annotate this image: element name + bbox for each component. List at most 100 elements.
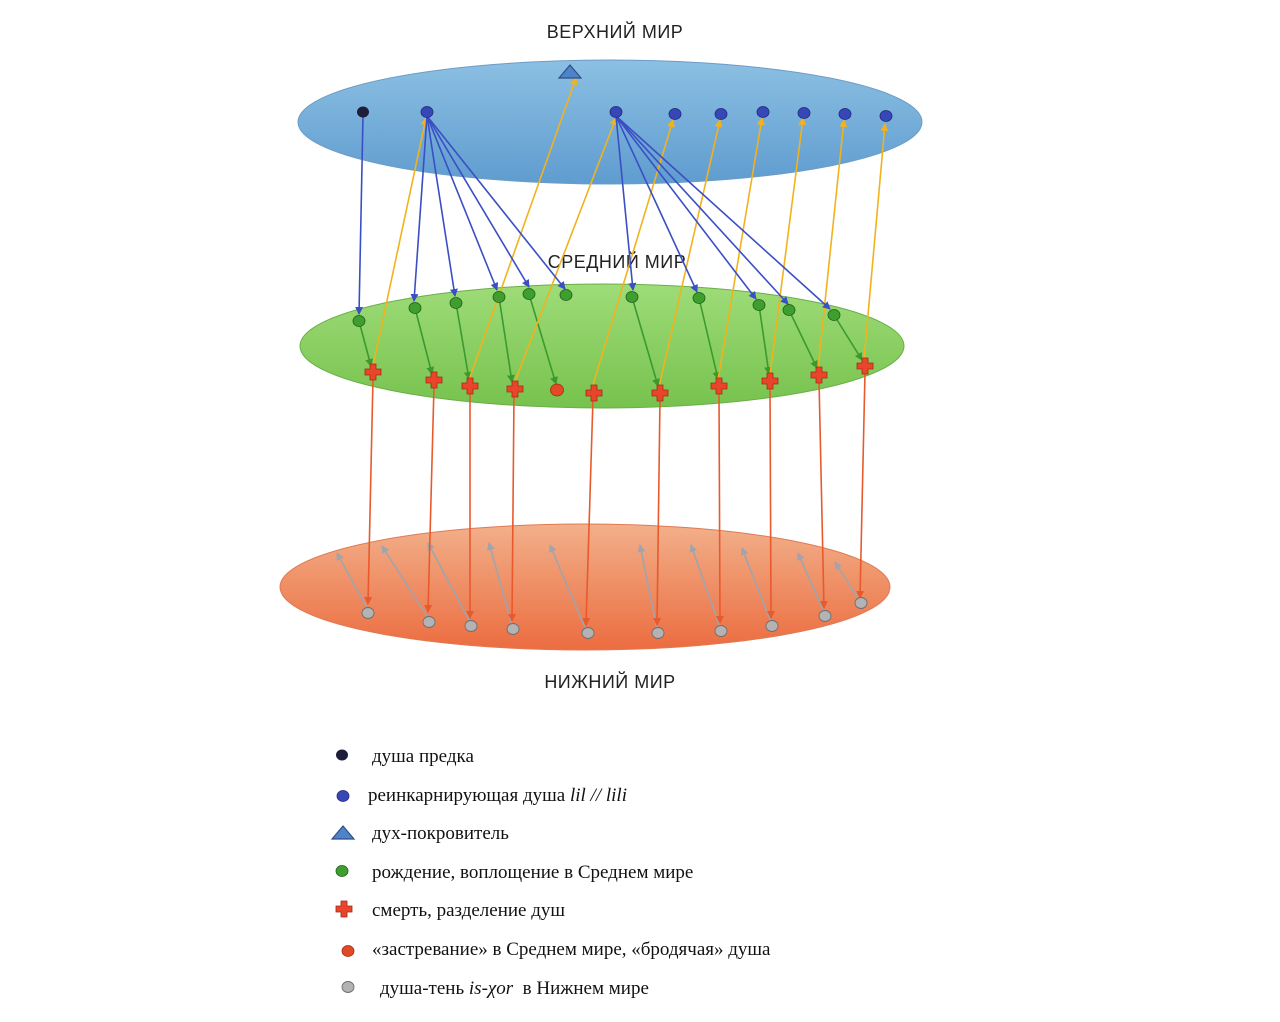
upper-world-label: ВЕРХНИЙ МИР bbox=[547, 21, 684, 42]
shadow-arrow bbox=[336, 552, 369, 611]
birth-nodes bbox=[352, 288, 841, 327]
death-cross-icon bbox=[585, 384, 603, 402]
incarnation-arrow bbox=[615, 115, 698, 293]
reincarnating-soul-icon bbox=[879, 110, 893, 122]
reincarnating-soul-icon bbox=[609, 106, 623, 118]
incarnation-arrow bbox=[615, 115, 757, 300]
legend-item-shadow: душа-тень is-χor в Нижнем мире bbox=[328, 976, 1028, 1015]
birth-icon bbox=[335, 864, 349, 877]
wandering-soul-icon bbox=[550, 383, 564, 397]
incarnation-arrow bbox=[355, 115, 364, 315]
death-arrow bbox=[364, 377, 374, 605]
lower-world-label: НИЖНИЙ МИР bbox=[544, 671, 675, 692]
ascent-arrow bbox=[717, 117, 765, 381]
death-cross-icon bbox=[761, 372, 779, 390]
shadow-arrow bbox=[689, 544, 721, 628]
shadow-soul-icon bbox=[818, 610, 832, 622]
reincarnating-soul-icon bbox=[714, 108, 728, 120]
shadow-arrow bbox=[549, 544, 587, 631]
birth-icon bbox=[692, 292, 706, 304]
wandering-soul-icon bbox=[341, 945, 355, 957]
shadow-arrow bbox=[487, 542, 513, 626]
incarnation-arrow bbox=[615, 115, 831, 310]
life-arrows bbox=[358, 293, 863, 387]
birth-icon bbox=[449, 297, 463, 309]
middle-world-label: СРЕДНИЙ МИР bbox=[548, 251, 687, 272]
life-arrow bbox=[788, 309, 818, 369]
incarnation-arrow bbox=[426, 115, 499, 291]
death-arrows bbox=[364, 371, 866, 626]
life-arrow bbox=[631, 296, 660, 387]
death-arrow bbox=[715, 390, 724, 624]
legend-text: смерть, разделение душ bbox=[372, 900, 566, 922]
shadow-soul-icon bbox=[714, 625, 728, 637]
reincarnating-soul-icon bbox=[797, 107, 811, 119]
spirit-triangle-icon bbox=[330, 825, 356, 840]
ascent-arrow bbox=[513, 117, 618, 385]
death-arrow bbox=[856, 371, 866, 599]
legend-text: душа предка bbox=[372, 746, 474, 767]
birth-icon bbox=[827, 309, 841, 321]
birth-icon bbox=[782, 304, 796, 316]
death-cross-icon bbox=[506, 380, 524, 398]
legend-item-spirit: дух-покровитель bbox=[328, 821, 1028, 860]
incarnation-arrow bbox=[615, 115, 637, 291]
incarnation-arrow bbox=[426, 115, 566, 290]
incarnation-arrow bbox=[426, 115, 458, 297]
death-cross-icon bbox=[856, 357, 874, 375]
ascent-arrow bbox=[817, 119, 848, 370]
legend-item-reincarnating-soul: реинкарнирующая душа lil // lili bbox=[328, 783, 1028, 822]
reincarnating-soul-icon bbox=[668, 108, 682, 120]
death-cross-icon bbox=[364, 363, 382, 381]
legend-text: душа-тень is-χor в Нижнем мире bbox=[380, 977, 649, 999]
ascent-arrow bbox=[372, 117, 429, 367]
ascent-arrow bbox=[863, 123, 889, 361]
life-arrow bbox=[358, 320, 374, 367]
death-cross-icon bbox=[425, 371, 443, 389]
death-arrow bbox=[508, 393, 517, 622]
death-arrow bbox=[582, 397, 594, 626]
life-arrow bbox=[414, 307, 435, 375]
incarnation-arrow bbox=[426, 115, 530, 288]
life-arrow bbox=[455, 302, 472, 380]
death-cross-icon bbox=[810, 366, 828, 384]
upper-world-ellipse bbox=[297, 59, 923, 185]
legend-text: реинкарнирующая душа lil // lili bbox=[368, 784, 627, 806]
three-worlds-diagram: ВЕРХНИЙ МИР НИЖНИЙ МИР СРЕДНИЙ МИР bbox=[279, 21, 923, 692]
shadow-soul-icon bbox=[422, 616, 436, 628]
death-cross-icon bbox=[651, 384, 669, 402]
life-arrow bbox=[528, 293, 558, 385]
shadow-soul-icon bbox=[854, 597, 868, 609]
legend-item-birth: рождение, воплощение в Среднем мире bbox=[328, 860, 1028, 899]
reincarnating-soul-icon bbox=[420, 106, 434, 118]
shadow-soul-icon bbox=[361, 607, 375, 619]
birth-icon bbox=[352, 315, 366, 327]
shadow-nodes bbox=[361, 597, 868, 639]
birth-icon bbox=[408, 302, 422, 314]
birth-icon bbox=[522, 288, 536, 300]
death-arrow bbox=[653, 397, 662, 626]
death-cross-icon bbox=[710, 377, 728, 395]
incarnation-arrow bbox=[410, 115, 428, 302]
shadow-soul-icon bbox=[651, 627, 665, 639]
birth-icon bbox=[752, 299, 766, 311]
shadow-soul-icon bbox=[341, 980, 355, 993]
spirit-triangle-icon bbox=[557, 64, 583, 79]
ascent-arrow bbox=[658, 119, 723, 388]
birth-icon bbox=[625, 291, 639, 303]
life-arrow bbox=[698, 297, 721, 380]
death-arrow bbox=[766, 385, 775, 619]
death-nodes bbox=[364, 357, 874, 402]
shadow-arrow bbox=[834, 561, 861, 603]
shadow-arrow bbox=[740, 547, 772, 623]
legend: душа предка реинкарнирующая душа lil // … bbox=[328, 744, 1028, 1014]
shadow-soul-icon bbox=[506, 623, 520, 635]
death-arrow bbox=[818, 379, 828, 609]
life-arrow bbox=[758, 304, 772, 375]
incarnation-arrow bbox=[615, 115, 789, 305]
legend-text: «застревание» в Среднем мире, «бродячая»… bbox=[372, 938, 771, 960]
death-cross-icon bbox=[461, 377, 479, 395]
shadow-arrow bbox=[797, 552, 825, 613]
legend-item-wandering: «застревание» в Среднем мире, «бродячая»… bbox=[328, 937, 1028, 976]
ascent-arrow bbox=[769, 117, 807, 376]
